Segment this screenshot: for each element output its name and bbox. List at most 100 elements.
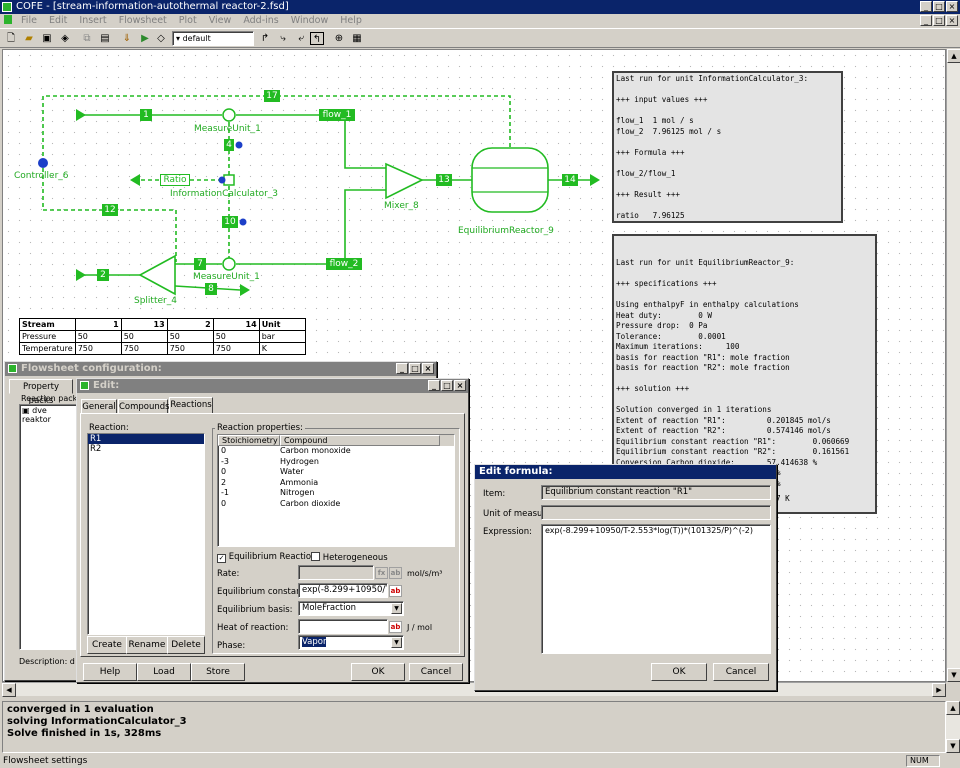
config-maximize-button[interactable]: □ bbox=[409, 363, 421, 374]
eqbasis-select[interactable]: MoleFraction▼ bbox=[298, 601, 404, 616]
tab-reactions[interactable]: Reactions bbox=[169, 397, 213, 414]
stream-flow2-label[interactable]: flow_2 bbox=[326, 258, 362, 270]
run-icon[interactable]: ▶ bbox=[141, 33, 149, 44]
unit-of-measure-field[interactable] bbox=[541, 505, 771, 520]
rename-button[interactable]: Rename bbox=[126, 636, 168, 654]
close-button[interactable]: × bbox=[946, 1, 958, 12]
delete-button[interactable]: Delete bbox=[167, 636, 205, 654]
infocalc-result-panel[interactable]: Last run for unit InformationCalculator_… bbox=[612, 71, 843, 223]
edit-maximize-button[interactable]: □ bbox=[441, 380, 453, 391]
tab-property-packs[interactable]: Property packs bbox=[9, 379, 73, 406]
heterogeneous-checkbox[interactable]: Heterogeneous bbox=[311, 552, 388, 563]
rate-field[interactable] bbox=[298, 565, 374, 580]
log-scrollbar[interactable]: ▲ ▼ bbox=[946, 701, 960, 753]
stream-1-label[interactable]: 1 bbox=[140, 109, 152, 121]
menu-edit[interactable]: Edit bbox=[48, 15, 68, 26]
create-button[interactable]: Create bbox=[87, 636, 127, 654]
list-item[interactable]: R2 bbox=[90, 444, 102, 454]
formula-ok-button[interactable]: OK bbox=[651, 663, 707, 681]
stream-8-label[interactable]: 8 bbox=[205, 283, 217, 295]
phase-select[interactable]: Vapor▼ bbox=[298, 635, 404, 650]
stream-flow1-label[interactable]: flow_1 bbox=[319, 109, 355, 121]
unit-mixer-label[interactable]: Mixer_8 bbox=[384, 201, 419, 211]
unit-measure-bottom-label[interactable]: MeasureUnit_1 bbox=[193, 272, 260, 282]
scroll-left-arrow-icon[interactable]: ◀ bbox=[2, 683, 16, 697]
eraser-icon[interactable]: ◇ bbox=[157, 33, 165, 44]
list-item[interactable]: R1 bbox=[88, 434, 204, 444]
window-title-bar[interactable]: COFE - [stream-information-autothermal r… bbox=[0, 0, 960, 14]
col-compound[interactable]: Compound bbox=[280, 435, 440, 446]
edit-close-button[interactable]: × bbox=[454, 380, 466, 391]
config-close-button[interactable]: × bbox=[422, 363, 434, 374]
chevron-down-icon[interactable]: ▼ bbox=[391, 637, 402, 648]
flowsheet-config-titlebar[interactable]: Flowsheet configuration: _ □ × bbox=[5, 362, 436, 376]
stream-14-label[interactable]: 14 bbox=[562, 174, 578, 186]
log-panel[interactable]: converged in 1 evaluation solving Inform… bbox=[2, 701, 946, 753]
menu-help[interactable]: Help bbox=[340, 15, 362, 26]
edit-formula-dialog[interactable]: Edit formula: Item: Equilibrium constant… bbox=[474, 464, 777, 691]
log-scroll-down-icon[interactable]: ▼ bbox=[946, 739, 960, 753]
copy-icon[interactable]: ⧉ bbox=[83, 33, 91, 44]
stream-7-label[interactable]: 7 bbox=[194, 258, 206, 270]
unit-splitter-label[interactable]: Splitter_4 bbox=[134, 296, 177, 306]
menu-insert[interactable]: Insert bbox=[79, 15, 107, 26]
paste-icon[interactable]: ▤ bbox=[100, 33, 110, 44]
stream-2-label[interactable]: 2 bbox=[97, 269, 109, 281]
edit-formula-titlebar[interactable]: Edit formula: bbox=[475, 465, 776, 479]
doc-minimize-button[interactable]: _ bbox=[920, 15, 932, 26]
store-button[interactable]: Store bbox=[191, 663, 245, 681]
eqconst-field[interactable]: exp(-8.299+10950/T-2.5 bbox=[298, 583, 388, 598]
stream-tool-icon[interactable]: ↱ bbox=[260, 33, 270, 44]
stream-13-label[interactable]: 13 bbox=[436, 174, 452, 186]
tab-general[interactable]: General bbox=[81, 399, 117, 414]
menu-view[interactable]: View bbox=[208, 15, 232, 26]
default-combo[interactable]: ▾ default bbox=[172, 31, 254, 46]
col-stoichiometry[interactable]: Stoichiometry bbox=[218, 435, 280, 446]
equilibrium-reaction-checkbox[interactable]: ✓ Equilibrium Reaction bbox=[217, 552, 316, 563]
load-button[interactable]: Load bbox=[137, 663, 191, 681]
doc-restore-button[interactable]: □ bbox=[933, 15, 945, 26]
formula-cancel-button[interactable]: Cancel bbox=[713, 663, 769, 681]
ok-button[interactable]: OK bbox=[351, 663, 405, 681]
stream-ratio-label[interactable]: Ratio bbox=[160, 174, 190, 186]
heat-formula-icon[interactable]: ab bbox=[389, 621, 402, 633]
unit-infocalc-label[interactable]: InformationCalculator_3 bbox=[170, 189, 279, 199]
reaction-list[interactable]: R1 R2 bbox=[87, 433, 205, 635]
stream-4-label[interactable]: 4 bbox=[224, 139, 234, 151]
cancel-button[interactable]: Cancel bbox=[409, 663, 463, 681]
menu-file[interactable]: File bbox=[21, 15, 37, 26]
grid-icon[interactable]: ▦ bbox=[352, 33, 362, 44]
unit-measure-top-label[interactable]: MeasureUnit_1 bbox=[194, 124, 261, 134]
reaction-pack-list[interactable]: ▣ dve reaktor bbox=[19, 404, 79, 650]
rate-formula2-icon[interactable]: ab bbox=[389, 567, 402, 579]
menu-flowsheet[interactable]: Flowsheet bbox=[118, 15, 167, 26]
doc-close-button[interactable]: × bbox=[946, 15, 958, 26]
eqconst-formula-icon[interactable]: ab bbox=[389, 585, 402, 597]
maximize-button[interactable]: □ bbox=[933, 1, 945, 12]
properties-icon[interactable]: ◈ bbox=[61, 33, 69, 44]
edit-minimize-button[interactable]: _ bbox=[428, 380, 440, 391]
heat-field[interactable] bbox=[298, 619, 388, 634]
minimize-button[interactable]: _ bbox=[920, 1, 932, 12]
edit-dialog-titlebar[interactable]: Edit: _ □ × bbox=[77, 379, 468, 393]
tab-compounds[interactable]: Compounds bbox=[118, 399, 170, 414]
target-icon[interactable]: ⊕ bbox=[334, 33, 344, 44]
scroll-right-arrow-icon[interactable]: ▶ bbox=[932, 683, 946, 697]
save-icon[interactable]: ▣ bbox=[42, 33, 52, 44]
stream-tool2-icon[interactable]: ⤷ bbox=[280, 33, 286, 44]
edit-dialog[interactable]: Edit: _ □ × General Compounds Reactions … bbox=[76, 378, 469, 683]
unit-controller-label[interactable]: Controller_6 bbox=[14, 171, 69, 181]
scroll-down-arrow-icon[interactable]: ▼ bbox=[947, 668, 960, 682]
scroll-up-arrow-icon[interactable]: ▲ bbox=[947, 49, 960, 63]
rate-formula-icon[interactable]: fx bbox=[375, 567, 388, 579]
stream-10-label[interactable]: 10 bbox=[222, 216, 238, 228]
expression-textarea[interactable]: exp(-8.299+10950/T-2.553*log(T))*(101325… bbox=[541, 524, 771, 654]
stream-tool4-icon[interactable]: ↰ bbox=[310, 32, 324, 45]
new-file-icon[interactable]: 🗋 bbox=[6, 33, 16, 44]
